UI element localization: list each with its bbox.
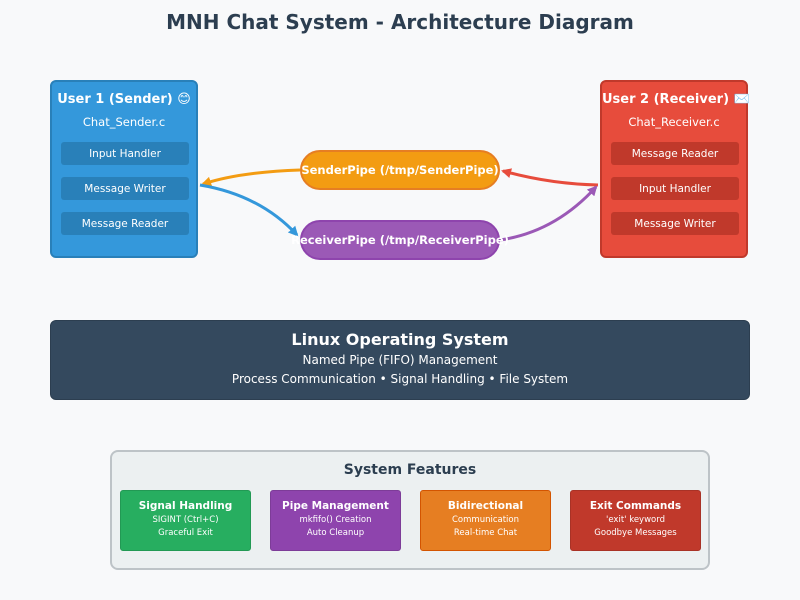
feature-line: 'exit' keyword [606,515,665,525]
user2-module-message-reader: Message Reader [611,142,739,165]
os-details: Process Communication • Signal Handling … [231,372,569,386]
user2-to-sender-pipe-arrow [501,168,599,187]
sender-pipe: SenderPipe (/tmp/SenderPipe) [300,150,500,190]
user1-to-receiver-pipe-arrow [199,183,299,237]
features-title: System Features [343,462,477,478]
user2-file: Chat_Receiver.c [628,115,720,129]
user2-box: User 2 (Receiver) ✉️ Chat_Receiver.c Mes… [600,80,750,258]
feature-title: Bidirectional [447,500,524,512]
os-subtitle: Named Pipe (FIFO) Management [302,353,498,367]
user1-box: User 1 (Sender) 😊 Chat_Sender.c Input Ha… [50,80,198,258]
feature-title: Exit Commands [589,500,682,512]
feature-line: Goodbye Messages [594,528,677,538]
feature-bidirectional: Bidirectional Communication Real-time Ch… [420,490,551,551]
feature-title: Pipe Management [282,500,389,512]
user1-module-message-reader: Message Reader [61,212,189,235]
user2-module-message-writer: Message Writer [611,212,739,235]
user1-module-input-handler: Input Handler [61,142,189,165]
feature-signal-handling: Signal Handling SIGINT (Ctrl+C) Graceful… [120,490,251,551]
user1-file: Chat_Sender.c [82,115,166,129]
feature-line: Auto Cleanup [306,528,365,538]
user1-title: User 1 (Sender) 😊 [57,92,191,107]
user1-module-message-writer: Message Writer [61,177,189,200]
feature-line: Communication [452,515,519,525]
feature-line: SIGINT (Ctrl+C) [152,515,219,525]
feature-pipe-management: Pipe Management mkfifo() Creation Auto C… [270,490,401,551]
features-panel: System Features Signal Handling SIGINT (… [110,450,710,570]
os-box: Linux Operating System Named Pipe (FIFO)… [50,320,750,400]
feature-line: Real-time Chat [453,528,518,538]
feature-line: mkfifo() Creation [299,515,372,525]
user2-title: User 2 (Receiver) ✉️ [602,92,750,107]
receiver-pipe-to-user2-arrow [499,185,598,242]
receiver-pipe: ReceiverPipe (/tmp/ReceiverPipe) [291,220,509,260]
user2-module-input-handler: Input Handler [611,177,739,200]
feature-exit-commands: Exit Commands 'exit' keyword Goodbye Mes… [570,490,701,551]
diagram-title: MNH Chat System - Architecture Diagram [166,10,634,34]
os-title: Linux Operating System [291,330,509,349]
feature-title: Signal Handling [138,500,233,512]
feature-line: Graceful Exit [158,528,213,538]
sender-pipe-to-user1-arrow [201,168,301,187]
